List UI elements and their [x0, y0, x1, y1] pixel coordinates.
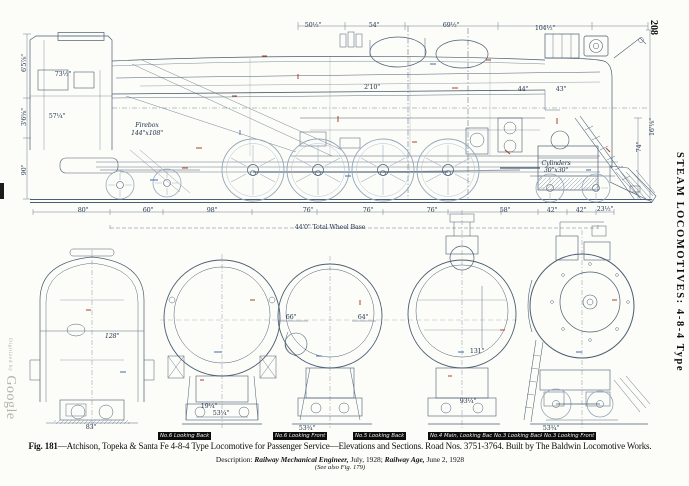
cross-sections: [29, 210, 651, 428]
google-logo-text: Google: [3, 375, 18, 420]
see-also-note: (See also Fig. 179): [314, 464, 366, 471]
description-source-2: Railway Age,: [384, 455, 425, 464]
page-number: 208: [648, 20, 659, 35]
description-date-2: June 2, 1928: [426, 455, 465, 464]
figure-number: Fig. 181: [28, 441, 58, 451]
description-label: Description:: [215, 455, 253, 464]
side-elevation: [23, 22, 657, 231]
page-margin-title: STEAM LOCOMOTIVES: 4-8-4 Type: [674, 152, 685, 373]
figure-caption: Fig. 181—Atchison, Topeka & Santa Fe 4-8…: [22, 441, 658, 451]
scan-edge-mark: [0, 183, 4, 199]
description-date-1: July, 1928;: [350, 455, 383, 464]
blue-accent-marks: [120, 63, 591, 373]
elevation-wheels: [105, 138, 611, 203]
figure-description: Description: Railway Mechanical Engineer…: [22, 455, 658, 464]
google-books-watermark: Digitized by Google: [1, 338, 19, 483]
description-source-1: Railway Mechanical Engineer,: [254, 455, 349, 464]
red-accent-marks: [86, 55, 617, 381]
figure-caption-text: —Atchison, Topeka & Santa Fe 4-8-4 Type …: [57, 441, 652, 451]
watermark-prefix: Digitized by: [7, 338, 13, 372]
